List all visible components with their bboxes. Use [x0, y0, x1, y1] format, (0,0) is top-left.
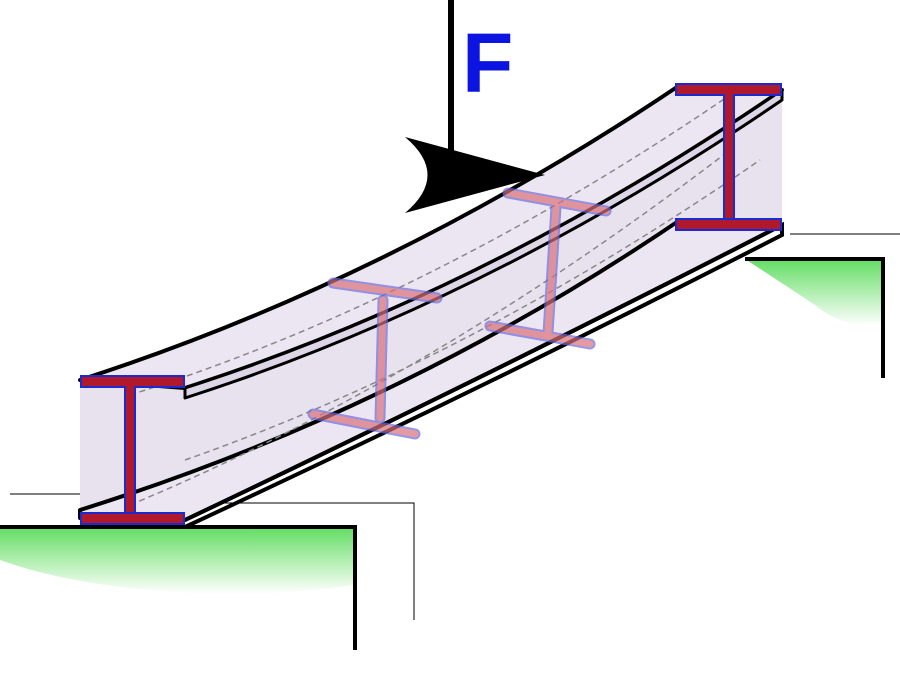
ghost-ibeam-section-1: [307, 277, 443, 440]
left-support-shade: [0, 527, 355, 594]
beam-hidden-line-top: [129, 149, 731, 506]
ghost-ibeam-section-2: [484, 187, 612, 350]
left-support: [0, 525, 357, 650]
left-support-edge: [0, 525, 357, 650]
force-arrow: [405, 0, 545, 213]
left-ibeam-section: [80, 375, 185, 525]
right-ibeam-section: [675, 83, 782, 231]
force-arrowhead: [405, 137, 545, 213]
beam-hidden-line-mid: [129, 94, 731, 396]
beam-hidden-line-bottom: [184, 159, 761, 461]
right-support-edge: [745, 257, 885, 378]
right-support-shade: [745, 259, 883, 326]
force-label: F: [462, 16, 513, 110]
right-support: [745, 257, 885, 378]
